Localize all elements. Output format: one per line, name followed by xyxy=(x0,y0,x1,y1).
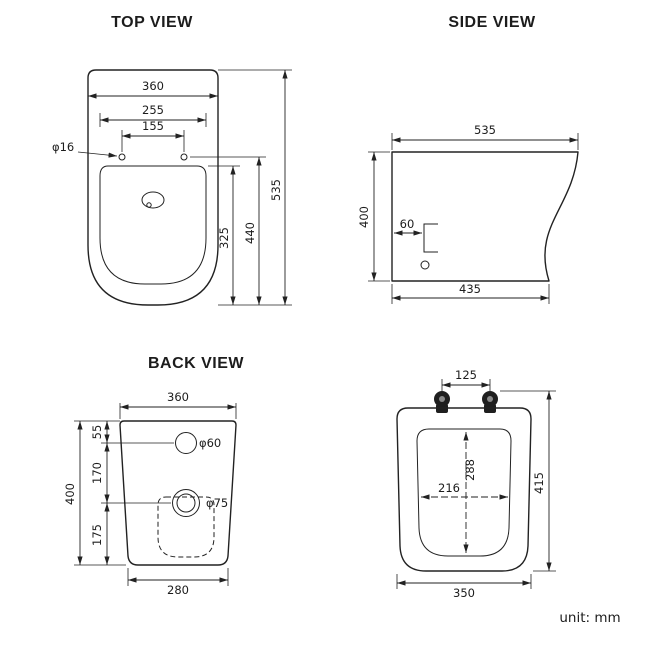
dim-seat-hinge-spacing: 125 xyxy=(455,368,477,382)
top-view-hinge-hole-right xyxy=(180,153,188,161)
dim-side-depth-bottom: 435 xyxy=(459,282,481,296)
dim-seat-inner-width: 216 xyxy=(438,481,460,495)
dim-top-length-overall: 535 xyxy=(269,179,283,201)
dim-top-seat-length: 325 xyxy=(217,227,231,249)
top-view: TOP VIEW 360 255 155 φ16 325 xyxy=(52,14,292,306)
back-view-inlet-hole xyxy=(175,432,197,454)
dim-back-inlet-offset: 55 xyxy=(90,425,104,440)
top-view-flush-dot xyxy=(146,202,152,208)
dim-back-width-top: 360 xyxy=(167,390,189,404)
top-view-flush-spot xyxy=(141,191,165,209)
side-view-fixing-bracket xyxy=(423,223,438,253)
side-view-fixing-hole xyxy=(420,260,430,270)
back-view-body-outline xyxy=(119,420,237,566)
dim-top-width-overall: 360 xyxy=(142,79,164,93)
seat-outer-outline xyxy=(396,407,532,572)
back-view: BACK VIEW φ60 φ75 360 55 170 175 400 xyxy=(63,355,244,597)
side-view-title: SIDE VIEW xyxy=(448,14,536,31)
dim-top-hinge-spacing: 155 xyxy=(142,119,164,133)
dim-back-height: 400 xyxy=(63,483,77,505)
top-view-seat-outline xyxy=(99,165,207,285)
dim-back-outlet-dia: φ75 xyxy=(206,496,228,510)
side-view-body-outline xyxy=(391,151,579,282)
back-view-outlet-hole-outer xyxy=(172,489,200,517)
dim-side-height: 400 xyxy=(357,206,371,228)
dim-seat-width: 350 xyxy=(453,586,475,600)
leader-line xyxy=(77,151,118,158)
dim-top-length-hinge-front: 440 xyxy=(243,222,257,244)
back-view-trapway-hidden-outline xyxy=(157,496,215,558)
dim-seat-length: 415 xyxy=(532,472,546,494)
seat-hinge-knob-left-center xyxy=(439,396,445,402)
top-view-body-outline xyxy=(87,69,219,306)
top-view-title: TOP VIEW xyxy=(111,14,193,31)
dim-side-fixing-offset: 60 xyxy=(400,217,415,231)
dim-seat-inner-length: 288 xyxy=(463,459,477,481)
dim-top-hinge-hole-dia: φ16 xyxy=(52,140,74,154)
seat-view: 125 288 216 415 350 xyxy=(396,368,556,600)
dim-top-width-seat: 255 xyxy=(142,103,164,117)
side-view: SIDE VIEW 60 535 400 435 xyxy=(357,14,579,304)
dim-side-depth-top: 535 xyxy=(474,123,496,137)
back-view-title: BACK VIEW xyxy=(148,355,244,372)
seat-inner-outline xyxy=(416,428,512,557)
dim-back-outlet-to-bottom: 175 xyxy=(90,524,104,546)
unit-label: unit: mm xyxy=(559,610,620,626)
top-view-hinge-hole-left xyxy=(118,153,126,161)
dim-back-inlet-dia: φ60 xyxy=(199,436,221,450)
dim-back-width-bottom: 280 xyxy=(167,583,189,597)
back-view-outlet-hole-inner xyxy=(176,493,196,513)
seat-hinge-knob-right-center xyxy=(487,396,493,402)
dim-back-inlet-to-outlet: 170 xyxy=(90,462,104,484)
